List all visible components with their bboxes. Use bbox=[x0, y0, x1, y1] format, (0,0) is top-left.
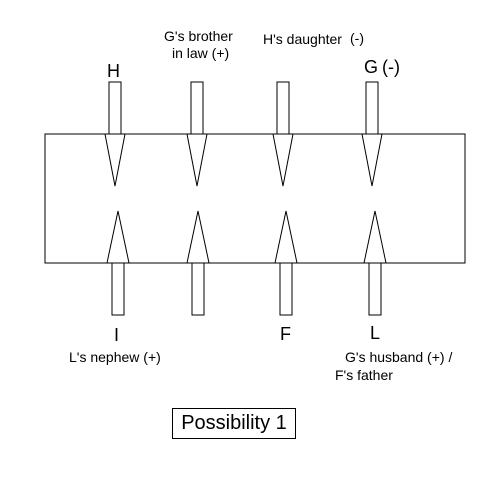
seat-top-3-arrow bbox=[272, 81, 294, 187]
seat-letter-f: F bbox=[280, 324, 291, 344]
g-husband-label: G's husband (+) / bbox=[345, 349, 453, 365]
seat-bottom-1-arrow bbox=[106, 210, 130, 316]
f-father-label: F's father bbox=[335, 367, 393, 383]
l-nephew-label: L's nephew (+) bbox=[69, 349, 161, 365]
seat-letter-l: L bbox=[370, 323, 381, 343]
h-daughter-label: H's daughter bbox=[263, 31, 342, 47]
seat-letter-g: G bbox=[364, 57, 379, 77]
seat-letter-g-sign: (-) bbox=[382, 57, 400, 77]
seat-letter-h: H bbox=[107, 61, 120, 81]
seat-bottom-4-arrow bbox=[363, 210, 387, 316]
g-brother-in-law-label-line2: in law (+) bbox=[172, 45, 230, 61]
seat-bottom-3-arrow bbox=[274, 210, 298, 316]
possibility-caption: Possibility 1 bbox=[172, 408, 296, 439]
seat-letter-i: I bbox=[114, 325, 120, 345]
seat-top-4-arrow bbox=[361, 81, 383, 187]
g-brother-in-law-label: G's brother bbox=[164, 28, 233, 44]
seat-bottom-2-arrow bbox=[186, 210, 210, 316]
h-daughter-sign: (-) bbox=[350, 30, 364, 46]
seat-top-2-arrow bbox=[186, 81, 208, 187]
seat-top-1-arrow bbox=[104, 81, 126, 187]
table-rectangle bbox=[44, 133, 466, 264]
